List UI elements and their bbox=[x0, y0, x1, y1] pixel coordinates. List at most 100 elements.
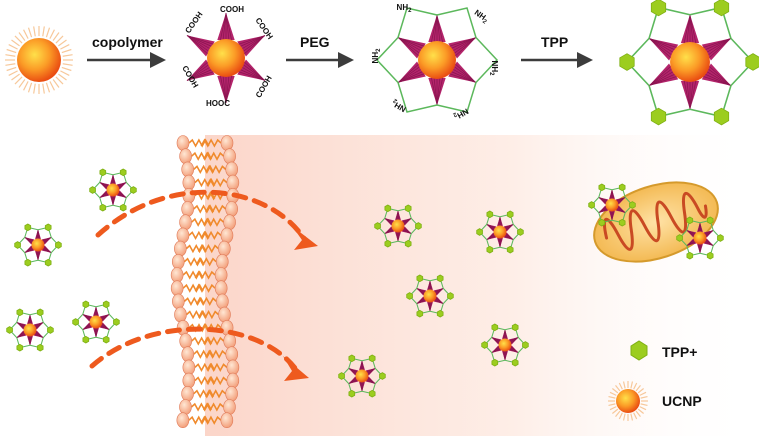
hexagon-icon bbox=[650, 107, 667, 126]
lipid-bilayer-icon bbox=[179, 148, 192, 164]
glow-ray bbox=[60, 70, 70, 76]
glow-ray bbox=[14, 35, 23, 44]
glow-ray bbox=[640, 395, 648, 399]
amine-group-label: NH2 bbox=[472, 8, 491, 26]
tpp-ucnp-particle bbox=[406, 274, 454, 318]
glow-ray bbox=[11, 39, 20, 47]
peg-linker bbox=[475, 36, 499, 84]
hexagon-icon bbox=[486, 210, 494, 219]
hexagon-icon bbox=[447, 292, 454, 300]
carboxyl-group-label: COOH bbox=[220, 5, 244, 14]
hexagon-icon bbox=[713, 107, 730, 126]
glow-ray bbox=[630, 381, 634, 389]
uptake-arrow-lower bbox=[89, 326, 298, 371]
glow-ray bbox=[5, 54, 16, 57]
hexagon-icon bbox=[368, 389, 376, 398]
glow-ray bbox=[8, 44, 18, 50]
cristae bbox=[602, 191, 708, 251]
lipid-tail bbox=[203, 336, 225, 346]
lipid-tail bbox=[188, 415, 210, 425]
tpp-ucnp-particle bbox=[676, 216, 724, 260]
hexagon-icon bbox=[686, 251, 694, 260]
hexagon-icon bbox=[481, 341, 488, 349]
hexagon-icon bbox=[506, 245, 514, 254]
lipid-tail bbox=[206, 177, 228, 188]
glow-ray bbox=[58, 73, 67, 81]
lipid-bilayer-icon bbox=[179, 333, 193, 349]
tpp-ucnp-particle bbox=[588, 183, 636, 227]
ucnp-core-icon bbox=[17, 38, 61, 82]
hexagon-icon bbox=[650, 0, 667, 17]
step-copolymer: copolymer bbox=[87, 34, 166, 68]
glow-ray bbox=[640, 403, 648, 407]
tpp-ucnp-particle bbox=[374, 204, 422, 248]
ucnp-core-icon bbox=[493, 225, 507, 239]
lipid-bilayer-icon bbox=[220, 412, 234, 429]
lipid-tail bbox=[200, 230, 222, 241]
lipid-bilayer-icon bbox=[218, 240, 231, 257]
glow-ray bbox=[62, 54, 73, 57]
glow-ray bbox=[52, 32, 60, 41]
hexagon-icon bbox=[436, 274, 444, 283]
glow-ray bbox=[608, 395, 616, 399]
hexagon-icon bbox=[130, 186, 137, 194]
hexagon-icon bbox=[630, 340, 648, 361]
hexagon-icon bbox=[406, 292, 413, 300]
glow-ray bbox=[635, 384, 641, 392]
lipid-tail bbox=[200, 415, 222, 425]
lipid-tail bbox=[194, 177, 216, 188]
glow-ray bbox=[18, 79, 26, 88]
lipid-bilayer-icon bbox=[182, 359, 196, 376]
glow-ray bbox=[6, 48, 17, 54]
peg-linker bbox=[436, 7, 477, 38]
hexagon-icon bbox=[72, 318, 79, 326]
hexagon-icon bbox=[511, 323, 519, 332]
hexagon-icon bbox=[99, 203, 107, 212]
hexagon-icon bbox=[416, 309, 424, 318]
glow-ray bbox=[639, 406, 647, 411]
step-tpp: TPP bbox=[521, 34, 593, 68]
hexagon-icon bbox=[522, 341, 529, 349]
hexagon-icon bbox=[706, 251, 714, 260]
hexagon-icon bbox=[102, 300, 110, 309]
lipid-bilayer-icon bbox=[174, 240, 187, 257]
lipid-tail bbox=[197, 243, 219, 254]
lipid-bilayer-icon bbox=[226, 372, 240, 389]
ucnp-core-icon bbox=[23, 323, 37, 337]
hexagon-icon bbox=[6, 326, 13, 334]
cytoplasm-region bbox=[205, 135, 759, 436]
lipid-bilayer-icon bbox=[172, 293, 185, 310]
lipid-tail bbox=[195, 296, 217, 307]
glow-ray bbox=[60, 44, 70, 50]
lipid-bilayer-icon bbox=[182, 372, 196, 389]
hexagon-icon bbox=[119, 203, 127, 212]
hexagon-icon bbox=[24, 223, 32, 232]
ucnp-core-icon bbox=[423, 289, 437, 303]
glow-ray bbox=[635, 410, 641, 418]
lipid-tail bbox=[185, 243, 207, 254]
tpp-ucnp-particle bbox=[14, 223, 62, 267]
uptake-arrow-upper bbox=[95, 189, 308, 243]
amine-group-label: NH2 bbox=[488, 61, 499, 77]
lipid-bilayer-icon bbox=[226, 359, 240, 376]
ucnp-core-icon bbox=[605, 198, 619, 212]
legend-label-tpp: TPP+ bbox=[662, 344, 697, 360]
hexagon-icon bbox=[713, 0, 730, 17]
carboxyl-group-label: COOH bbox=[183, 10, 204, 35]
glow-ray bbox=[633, 382, 638, 390]
lipid-tail bbox=[193, 389, 215, 399]
lipid-bilayer-icon bbox=[179, 214, 192, 230]
lipid-bilayer-icon bbox=[176, 227, 190, 244]
ucnp-core-icon bbox=[106, 183, 120, 197]
lipid-tail bbox=[193, 164, 215, 175]
glow-ray bbox=[49, 81, 55, 91]
lipid-bilayer-icon bbox=[181, 346, 195, 363]
lipid-bilayer-icon bbox=[182, 174, 196, 191]
hexagon-icon bbox=[24, 258, 32, 267]
lipid-bilayer-icon bbox=[176, 135, 190, 151]
legend-tpp: TPP+ bbox=[630, 340, 697, 361]
amine-group-label: NH2 bbox=[389, 96, 408, 113]
lipid-bilayer-icon bbox=[226, 174, 240, 191]
carboxyl-group-label: HOOC bbox=[206, 99, 230, 108]
glow-ray bbox=[611, 408, 619, 414]
